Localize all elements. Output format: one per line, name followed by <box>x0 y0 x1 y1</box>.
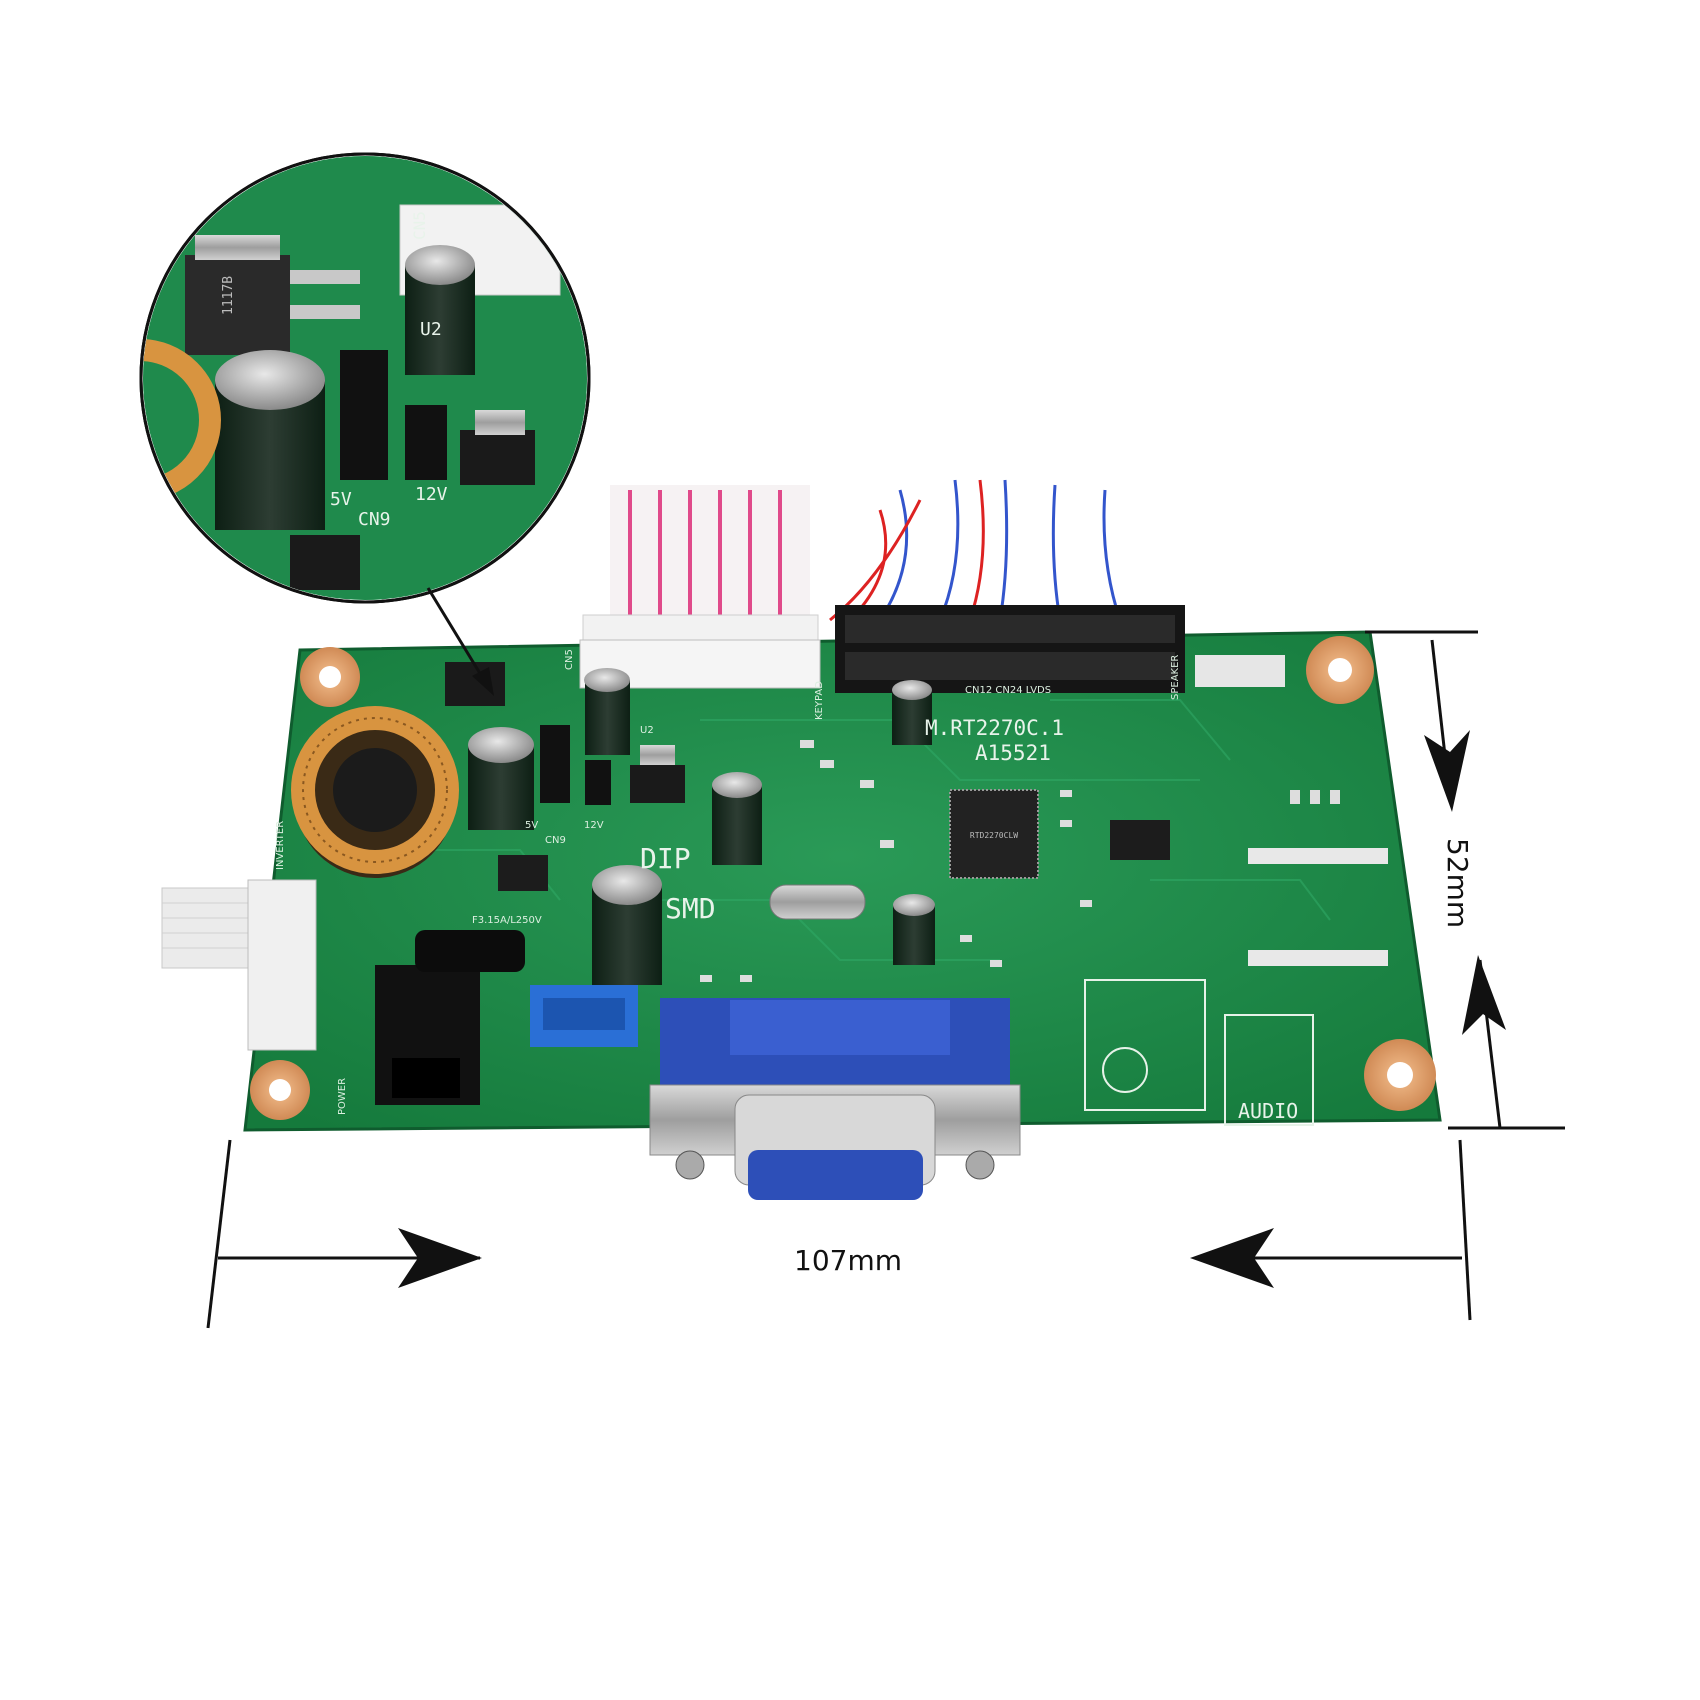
zoom-5v-label: 5V <box>330 489 352 510</box>
width-arrow-left <box>1190 1228 1274 1288</box>
capacitor-c2 <box>584 668 630 755</box>
zoom-reg-marking: 1117B <box>221 276 236 315</box>
cn5-label: CN5 <box>564 649 575 670</box>
zoom-cn9-label: CN9 <box>358 509 391 530</box>
zoom-inset: U2 CN5 5V 12V CN9 1117B <box>139 152 591 604</box>
chip-marking: RTD2270CLW <box>970 831 1018 840</box>
mounting-hole-tl <box>300 647 360 707</box>
cn9-label: CN9 <box>545 835 566 846</box>
height-label: 52mm <box>1441 838 1474 928</box>
zoom-cn5-label: CN5 <box>410 211 429 240</box>
board-code-label: A15521 <box>975 741 1051 765</box>
lvds-label: CN12 CN24 LVDS <box>965 685 1051 696</box>
width-arrow-right <box>398 1228 482 1288</box>
mounting-hole-bl <box>250 1060 310 1120</box>
zoom-u2-label: U2 <box>420 319 442 340</box>
regulator-u2 <box>445 662 505 706</box>
rail-5v-label: 5V <box>525 820 538 831</box>
scaler-chip-u5: RTD2270CLW <box>949 789 1039 879</box>
u2-label: U2 <box>640 725 654 736</box>
rail-12v-label: 12V <box>584 820 604 831</box>
dc-power-jack <box>375 930 525 1105</box>
zoom-12v-label: 12V <box>415 484 448 505</box>
capacitor-e4 <box>893 894 935 965</box>
capacitor-e1 <box>592 865 662 985</box>
audio-jack-outline <box>1224 1014 1314 1126</box>
dip-label: DIP <box>640 842 691 875</box>
lvds-wire-bundle <box>829 479 1152 622</box>
power-label: POWER <box>337 1078 348 1115</box>
ic-u7 <box>1110 820 1170 860</box>
speaker-label: SPEAKER <box>1170 655 1181 700</box>
mounting-hole-tr <box>1306 636 1374 704</box>
inverter-connector <box>247 879 317 1051</box>
capacitor-c1 <box>468 727 534 830</box>
smd-label: SMD <box>665 892 716 925</box>
capacitor-e11 <box>892 680 932 745</box>
zoom-pointer-arrow <box>426 587 494 696</box>
board-model-label: M.RT2270C.1 <box>925 716 1064 740</box>
av2-outline <box>1084 979 1206 1111</box>
regulator-u1 <box>630 745 685 803</box>
toroid-inductor <box>291 706 459 878</box>
ic-small-left <box>498 855 548 891</box>
ic-u8-array <box>1248 848 1388 966</box>
fuse-label: F3.15A/L250V <box>472 915 542 926</box>
mounting-hole-br <box>1364 1039 1436 1111</box>
crystal-y1 <box>769 884 866 920</box>
vga-connector <box>649 998 1021 1200</box>
jumper-cn9 <box>540 725 611 805</box>
height-arrow-up <box>1462 955 1506 1035</box>
inverter-label: INVERTER <box>275 821 286 870</box>
blue-header <box>530 985 638 1047</box>
keypad-label: KEYPAD <box>814 681 825 720</box>
width-label: 107mm <box>794 1244 902 1277</box>
capacitor-e3 <box>712 772 762 865</box>
audio-label: AUDIO <box>1238 1099 1298 1123</box>
smd-components <box>700 740 1340 982</box>
height-arrow-down <box>1424 730 1470 812</box>
speaker-connector <box>1195 655 1285 687</box>
lvds-header <box>835 605 1185 693</box>
